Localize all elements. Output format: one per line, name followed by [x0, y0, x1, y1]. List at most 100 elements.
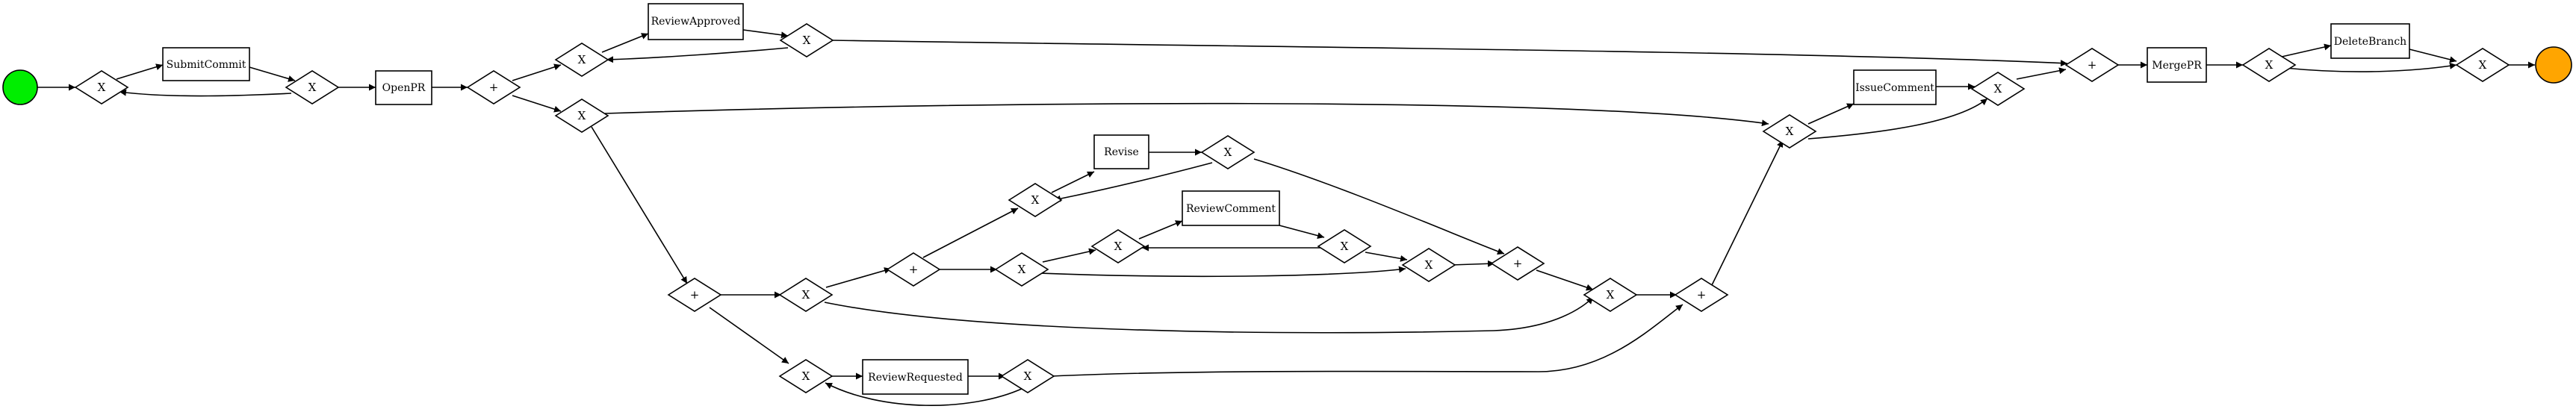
xor-gateway-14: X [1583, 278, 1638, 312]
edge-deletebranch-to-xor18 [2409, 49, 2457, 63]
edge-xor6-to-issuecomment [1807, 103, 1855, 125]
xor-gateway-13: X [1401, 248, 1456, 282]
gateway-symbol: X [803, 34, 811, 47]
and-gateway-3: + [886, 252, 941, 287]
edge-and6-to-xor6 [1711, 140, 1784, 286]
task-reviewcomment: ReviewComment [1182, 190, 1280, 226]
gateway-symbol: X [1994, 82, 2002, 96]
xor-gateway-18: X [2455, 48, 2510, 82]
gateway-symbol: X [802, 288, 810, 302]
task-openpr: OpenPR [375, 70, 432, 105]
gateway-symbol: + [489, 81, 499, 94]
edge-xor6-to-xor16 [1807, 98, 1988, 140]
edge-xor4-to-xor6 [604, 102, 1769, 127]
task-label: Revise [1104, 146, 1139, 158]
xor-gateway-3: X [554, 43, 609, 77]
xor-gateway-16: X [1970, 72, 2026, 106]
and-gateway-6: + [1674, 278, 1729, 312]
task-mergepr: MergePR [2147, 47, 2207, 83]
gateway-symbol: X [1341, 240, 1349, 253]
edge-xor9-to-revise [1051, 171, 1095, 193]
task-revise: Revise [1093, 134, 1149, 169]
gateway-symbol: + [909, 263, 919, 276]
gateway-symbol: X [98, 81, 106, 94]
gateway-symbol: X [1224, 146, 1232, 159]
gateway-symbol: + [2088, 58, 2097, 72]
gateway-symbol: X [308, 81, 317, 94]
task-reviewapproved: ReviewApproved [648, 3, 744, 40]
gateway-symbol: + [1513, 257, 1523, 270]
task-issuecomment: IssueComment [1853, 69, 1937, 105]
edges [37, 29, 2535, 406]
xor-gateway-4: X [554, 99, 609, 133]
edge-xor15-back-to-xor8 [825, 382, 1024, 406]
and-gateway-2: + [667, 278, 722, 312]
xor-gateway-17: X [2241, 48, 2297, 82]
start-event [2, 69, 38, 105]
task-label: OpenPR [382, 82, 426, 94]
edge-xor5-back-to-xor3 [606, 47, 789, 63]
edge-and3-to-xor9 [922, 207, 1019, 258]
edge-and1-to-xor3 [512, 63, 562, 81]
xor-gateway-1: X [74, 70, 129, 104]
edge-and2-to-xor8 [709, 307, 789, 364]
edge-xor11-back-to-xor9 [1053, 162, 1213, 202]
edge-xor15-to-and6 [1051, 304, 1683, 377]
edge-xor3-to-reviewapproved [601, 33, 649, 53]
gateway-symbol: X [1024, 369, 1032, 383]
edge-xor2-back-to-xor1 [119, 89, 292, 97]
xor-gateway-8: X [778, 359, 834, 393]
edge-xor12-to-reviewcomment [1138, 220, 1183, 240]
xor-gateway-15: X [1000, 359, 1055, 393]
edge-xor4-to-and2 [591, 126, 688, 284]
end-event [2535, 46, 2572, 84]
task-label: ReviewComment [1186, 203, 1276, 215]
xor-gateway-5: X [779, 23, 834, 57]
xor-gateway-6: X [1762, 114, 1817, 149]
gateway-symbol: X [2265, 58, 2274, 72]
gateway-symbol: X [1786, 125, 1794, 138]
edge-xor13-to-and4 [1450, 260, 1495, 267]
gateway-symbol: X [578, 109, 586, 122]
task-label: DeleteBranch [2334, 36, 2406, 48]
task-label: ReviewRequested [868, 372, 963, 384]
edge-xor7-to-and3 [825, 267, 892, 288]
task-label: MergePR [2152, 60, 2202, 72]
task-label: IssueComment [1855, 82, 1934, 94]
xor-gateway-2: X [285, 70, 340, 104]
gateway-symbol: X [1607, 288, 1615, 302]
edge-reviewapproved-to-xor5 [742, 29, 789, 39]
edge-xor7-to-xor14 [824, 296, 1594, 334]
edge-xor10-to-xor12 [1042, 248, 1096, 263]
gateway-symbol: X [578, 53, 586, 66]
gateway-symbol: X [1018, 263, 1026, 276]
edge-xor10-to-xor13 [1040, 266, 1406, 278]
task-deletebranch: DeleteBranch [2330, 23, 2410, 59]
xor-gateway-11: X [1200, 135, 1256, 169]
gateway-symbol: X [1031, 193, 1040, 207]
edge-xor17-to-deletebranch [2281, 43, 2332, 57]
edge-xor5-to-and5 [832, 40, 2068, 67]
gateway-symbol: + [1697, 288, 1707, 302]
gateway-symbol: X [1114, 240, 1123, 253]
xor-gateway-13b: X [1317, 229, 1372, 263]
and-gateway-5: + [2064, 48, 2120, 82]
xor-gateway-10: X [994, 252, 1049, 287]
xor-gateway-12: X [1090, 229, 1146, 263]
and-gateway-1: + [466, 70, 521, 104]
task-reviewrequested: ReviewRequested [862, 359, 969, 395]
edge-reviewcomment-to-xor13b [1279, 225, 1325, 240]
task-submitcommit: SubmitCommit [162, 47, 250, 81]
and-gateway-4: + [1490, 246, 1545, 281]
edge-xor16-to-and5 [2016, 67, 2067, 80]
gateway-symbol: X [802, 369, 810, 383]
gateway-symbol: X [1425, 258, 1433, 272]
xor-gateway-7: X [778, 278, 834, 312]
edge-submitcommit-to-xor2 [249, 66, 296, 82]
edge-xor11-to-and4 [1253, 158, 1505, 255]
xor-gateway-9: X [1008, 183, 1063, 217]
edge-and4-to-xor14 [1536, 269, 1594, 291]
gateway-symbol: + [690, 288, 700, 302]
edge-xor13b-to-xor13 [1365, 252, 1408, 262]
